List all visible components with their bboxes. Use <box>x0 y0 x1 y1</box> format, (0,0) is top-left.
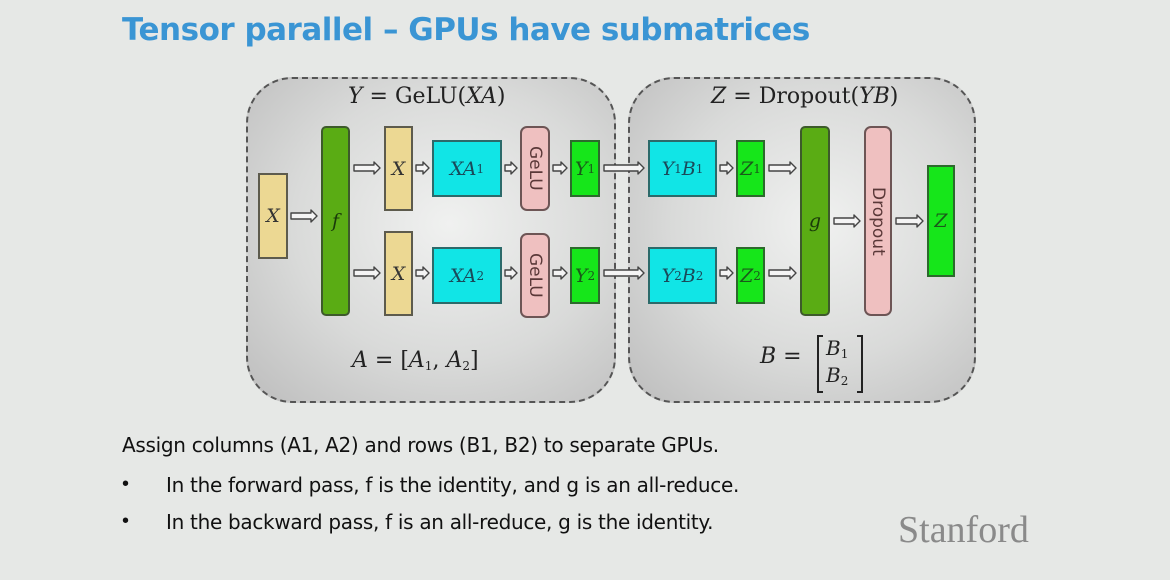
equation-b-split: B = <box>760 344 802 369</box>
equation-a-split: A = [A1, A2] <box>352 348 479 373</box>
b-matrix-bracket: B1 B2 <box>817 335 863 393</box>
stanford-logo: Stanford <box>898 509 1029 551</box>
x-copy-top-node: X <box>384 126 413 211</box>
g-operator-node: g <box>800 126 830 316</box>
f-operator-node: f <box>321 126 350 316</box>
bullet-backward-pass: In the backward pass, f is an all-reduce… <box>166 510 714 534</box>
bullet-icon: • <box>122 510 130 532</box>
x-copy-bottom-node: X <box>384 231 413 316</box>
equation-z-dropout: Z = Dropout(YB) <box>711 84 899 109</box>
bullet-forward-pass: In the forward pass, f is the identity, … <box>166 473 740 497</box>
output-z-node: Z <box>927 165 955 277</box>
gpu-panel-gelu <box>246 77 616 403</box>
gelu-top-node: GeLU <box>520 126 550 211</box>
slide-title: Tensor parallel – GPUs have submatrices <box>122 12 810 48</box>
input-x-node: X <box>258 173 288 259</box>
bullet-icon: • <box>122 473 130 495</box>
equation-y-gelu: Y = GeLU(XA) <box>348 84 506 109</box>
gelu-bottom-node: GeLU <box>520 233 550 318</box>
dropout-node: Dropout <box>864 126 892 316</box>
intro-text: Assign columns (A1, A2) and rows (B1, B2… <box>122 433 719 457</box>
